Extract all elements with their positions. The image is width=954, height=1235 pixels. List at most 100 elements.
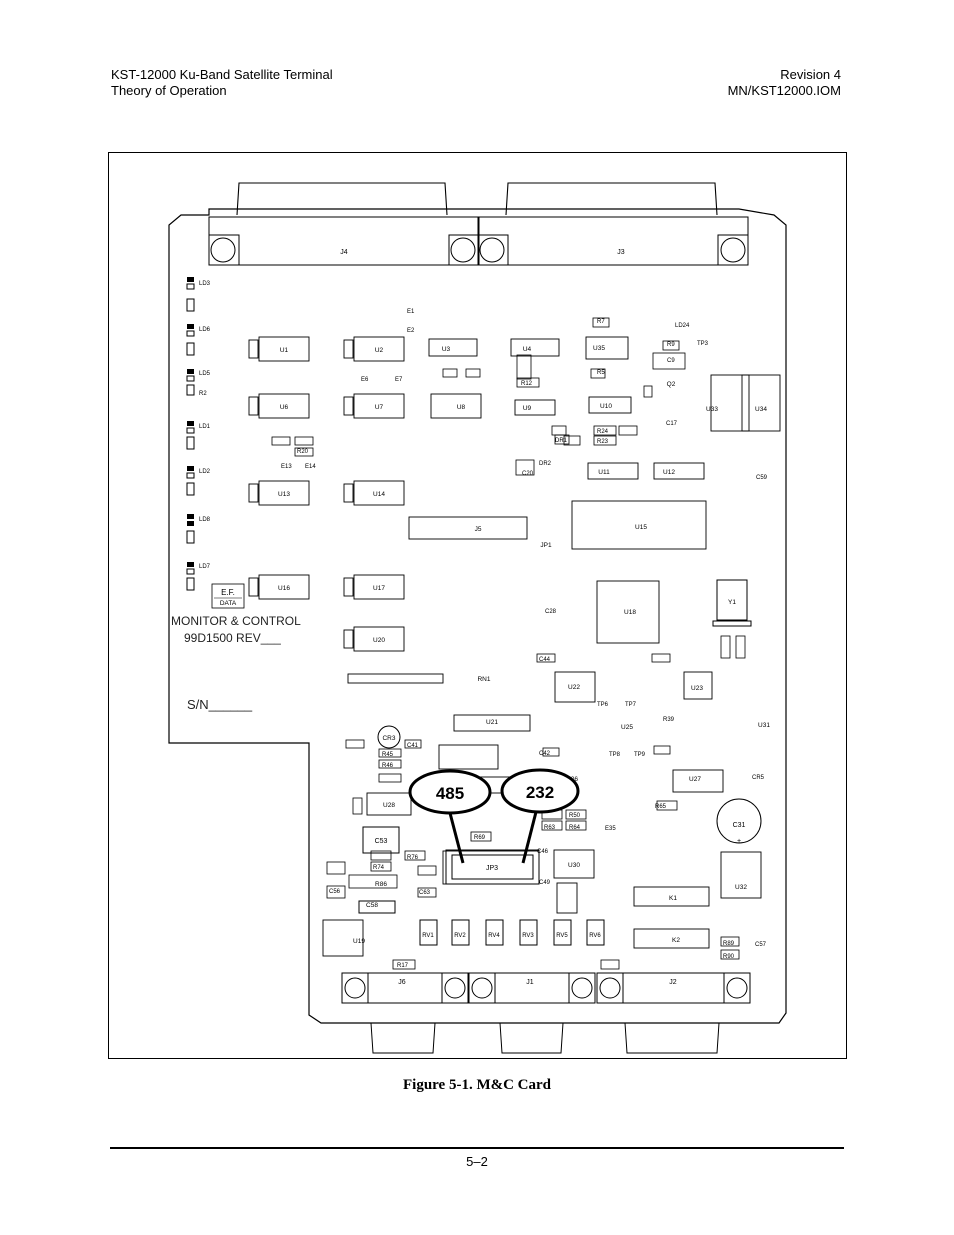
svg-text:U20: U20 bbox=[373, 637, 385, 644]
svg-text:RV4: RV4 bbox=[488, 933, 500, 939]
svg-text:U3: U3 bbox=[442, 346, 451, 353]
j4-shell bbox=[236, 182, 448, 216]
jp3-connector bbox=[445, 849, 540, 885]
svg-text:U14: U14 bbox=[373, 491, 385, 498]
svg-text:C9: C9 bbox=[667, 358, 675, 364]
svg-text:R90: R90 bbox=[723, 954, 735, 960]
svg-text:RV2: RV2 bbox=[454, 933, 466, 939]
svg-text:RV5: RV5 bbox=[556, 933, 568, 939]
svg-text:U8: U8 bbox=[457, 404, 466, 411]
svg-text:R20: R20 bbox=[297, 449, 309, 455]
svg-text:LD5: LD5 bbox=[199, 371, 211, 377]
svg-text:C28: C28 bbox=[545, 609, 557, 615]
svg-text:U35: U35 bbox=[593, 345, 605, 352]
svg-text:R63: R63 bbox=[544, 825, 556, 831]
svg-text:R12: R12 bbox=[521, 381, 533, 387]
svg-text:J5: J5 bbox=[475, 526, 482, 533]
svg-text:LD3: LD3 bbox=[199, 281, 211, 287]
svg-text:RN1: RN1 bbox=[477, 676, 490, 683]
svg-text:U7: U7 bbox=[375, 404, 384, 411]
svg-text:U22: U22 bbox=[568, 684, 580, 691]
svg-text:R24: R24 bbox=[597, 429, 609, 435]
c31-capacitor bbox=[716, 798, 762, 844]
svg-text:TP3: TP3 bbox=[697, 341, 709, 347]
svg-text:U34: U34 bbox=[755, 406, 767, 413]
svg-text:C41: C41 bbox=[407, 743, 419, 749]
svg-text:U12: U12 bbox=[663, 469, 675, 476]
svg-text:CR5: CR5 bbox=[752, 775, 765, 781]
svg-text:E7: E7 bbox=[395, 377, 403, 383]
svg-text:LD7: LD7 bbox=[199, 564, 211, 570]
svg-text:C53: C53 bbox=[375, 838, 388, 845]
svg-text:LD1: LD1 bbox=[199, 424, 211, 430]
j3-body bbox=[477, 216, 749, 266]
footer-divider bbox=[110, 1147, 844, 1149]
board-part-number: 99D1500 REV___ bbox=[184, 631, 281, 645]
svg-text:C57: C57 bbox=[755, 942, 767, 948]
svg-text:R76: R76 bbox=[407, 855, 419, 861]
revision-label: Revision 4 bbox=[780, 67, 841, 82]
j4-body bbox=[208, 216, 480, 266]
svg-text:C63: C63 bbox=[419, 890, 431, 896]
svg-text:C17: C17 bbox=[666, 421, 678, 427]
misc-labels: E1 E2 E6 E7 E13 E14 E35 R7 R9 R5 R12 R20… bbox=[281, 309, 768, 969]
svg-text:R64: R64 bbox=[569, 825, 581, 831]
board-outline bbox=[168, 208, 787, 1024]
svg-text:C42: C42 bbox=[539, 751, 551, 757]
svg-text:LD2: LD2 bbox=[199, 469, 211, 475]
svg-text:C58: C58 bbox=[366, 902, 378, 909]
svg-text:TP9: TP9 bbox=[634, 752, 646, 758]
svg-text:U31: U31 bbox=[758, 722, 770, 729]
label-j3: J3 bbox=[617, 249, 625, 256]
document-title: KST-12000 Ku-Band Satellite Terminal bbox=[111, 67, 333, 82]
svg-text:C44: C44 bbox=[539, 657, 551, 663]
svg-text:JP3: JP3 bbox=[486, 865, 498, 872]
svg-text:LD8: LD8 bbox=[199, 517, 211, 523]
led-column: LD3 LD6 LD5 R2 LD1 LD2 LD8 LD7 bbox=[186, 277, 211, 591]
svg-text:R65: R65 bbox=[655, 804, 667, 810]
board-title: MONITOR & CONTROL bbox=[171, 614, 301, 628]
svg-text:J2: J2 bbox=[669, 979, 677, 986]
svg-text:JP1: JP1 bbox=[540, 542, 552, 549]
svg-text:U15: U15 bbox=[635, 524, 647, 531]
ef-data-logo bbox=[211, 583, 245, 609]
svg-text:DR1: DR1 bbox=[555, 438, 568, 444]
svg-text:U30: U30 bbox=[568, 862, 580, 869]
j1-body bbox=[468, 972, 596, 1004]
ic-labels: U1 U6 U13 U16 U2 U7 U14 U17 U20 U8 U3 U4… bbox=[278, 345, 770, 945]
svg-text:U27: U27 bbox=[689, 776, 701, 783]
svg-text:U13: U13 bbox=[278, 491, 290, 498]
svg-text:CR3: CR3 bbox=[382, 735, 395, 742]
svg-text:C46: C46 bbox=[537, 849, 549, 855]
svg-text:RV1: RV1 bbox=[422, 933, 434, 939]
callout-232 bbox=[500, 768, 580, 814]
svg-text:E13: E13 bbox=[281, 464, 292, 470]
svg-text:485: 485 bbox=[436, 784, 464, 803]
svg-text:E2: E2 bbox=[407, 328, 415, 334]
svg-text:U21: U21 bbox=[486, 719, 498, 726]
j3-shell bbox=[505, 182, 718, 216]
svg-text:J1: J1 bbox=[526, 979, 534, 986]
svg-text:R5: R5 bbox=[597, 370, 605, 376]
pcb-drawing: J4 J3 LD3 LD6 LD5 R2 LD1 LD2 LD8 LD7 E.F… bbox=[168, 182, 787, 1054]
svg-text:TP7: TP7 bbox=[625, 702, 637, 708]
svg-text:RV3: RV3 bbox=[522, 933, 534, 939]
svg-text:J6: J6 bbox=[398, 979, 406, 986]
svg-text:TP8: TP8 bbox=[609, 752, 621, 758]
svg-text:E35: E35 bbox=[605, 826, 616, 832]
svg-text:Q2: Q2 bbox=[667, 381, 676, 388]
svg-text:R74: R74 bbox=[373, 865, 385, 871]
figure-caption: Figure 5-1. M&C Card bbox=[402, 1077, 552, 1093]
svg-text:+: + bbox=[737, 838, 741, 845]
svg-text:U32: U32 bbox=[735, 884, 747, 891]
svg-text:R69: R69 bbox=[474, 835, 486, 841]
header-left: KST-12000 Ku-Band Satellite Terminal The… bbox=[111, 67, 333, 99]
svg-text:U23: U23 bbox=[691, 685, 703, 692]
svg-text:R2: R2 bbox=[199, 391, 207, 397]
svg-text:U16: U16 bbox=[278, 585, 290, 592]
section-title: Theory of Operation bbox=[111, 83, 227, 98]
svg-text:R45: R45 bbox=[382, 752, 394, 758]
svg-text:U19: U19 bbox=[353, 938, 365, 945]
svg-text:U10: U10 bbox=[600, 403, 612, 410]
svg-text:R17: R17 bbox=[397, 963, 409, 969]
